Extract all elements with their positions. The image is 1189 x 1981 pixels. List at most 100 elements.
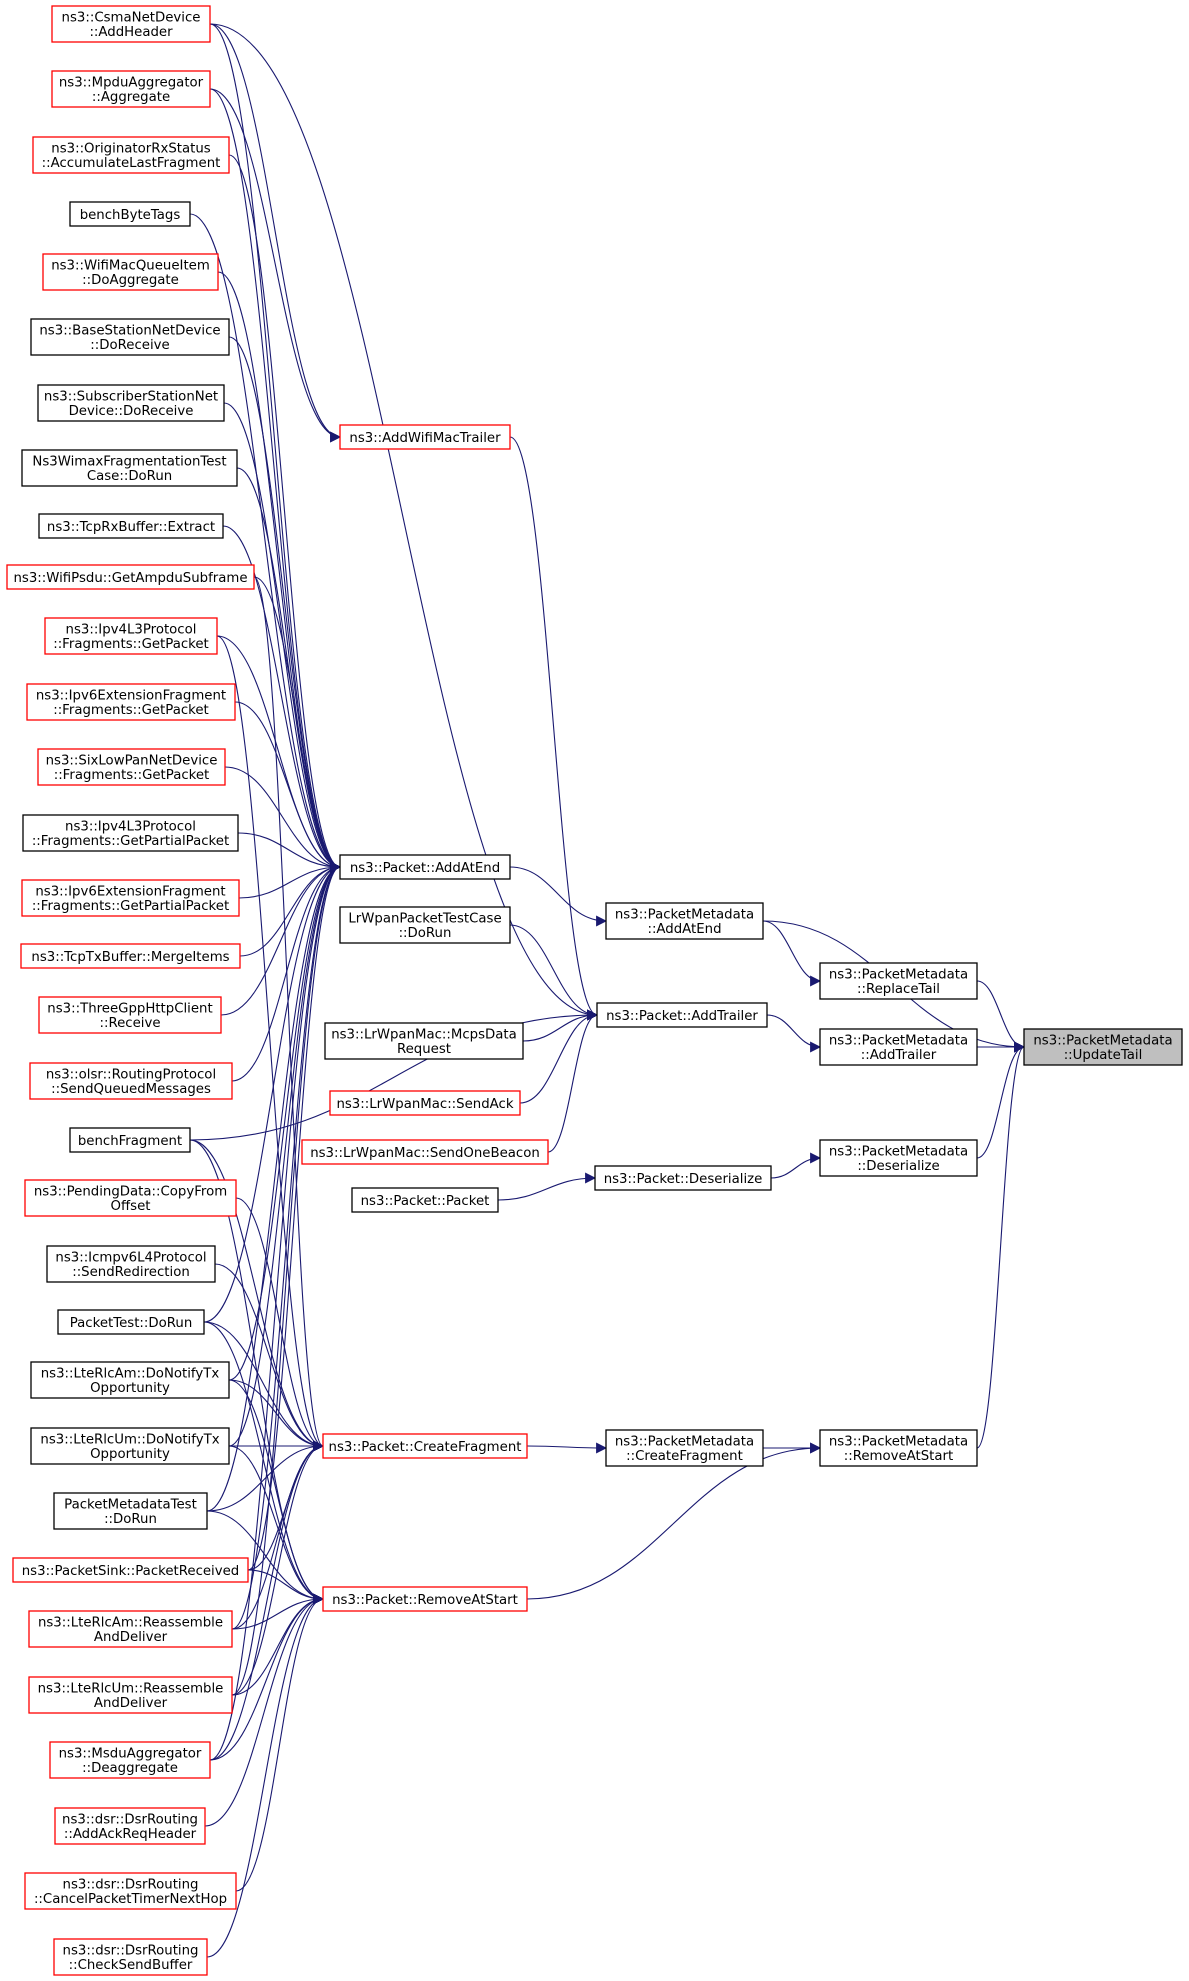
node-mpdu-aggregate[interactable]: ns3::MpduAggregator::Aggregate xyxy=(51,70,211,108)
node-send-beacon[interactable]: ns3::LrWpanMac::SendOneBeacon xyxy=(301,1139,549,1165)
node-pmremove-at-start[interactable]: ns3::PacketMetadata::RemoveAtStart xyxy=(819,1429,978,1467)
edge xyxy=(206,861,342,1512)
node-dsr-cancel[interactable]: ns3::dsr::DsrRouting::CancelPacketTimerN… xyxy=(24,1872,237,1910)
node-ipv6-frag-partial[interactable]: ns3::Ipv6ExtensionFragment::Fragments::G… xyxy=(21,879,240,917)
edge-packet-sink-to-packet-add-at-end xyxy=(247,861,342,1571)
node-olsr-send[interactable]: ns3::olsr::RoutingProtocol::SendQueuedMe… xyxy=(29,1062,233,1100)
node-label: ns3::Packet::AddTrailer xyxy=(606,1009,758,1024)
edge xyxy=(238,861,342,899)
edge xyxy=(206,1510,325,1605)
edge-bench-byte-tags-to-packet-add-at-end xyxy=(189,213,342,873)
edge-lte-um-notify-to-packet-add-at-end xyxy=(228,861,342,1447)
edge xyxy=(231,1440,325,1630)
node-http-receive[interactable]: ns3::ThreeGppHttpClient::Receive xyxy=(38,996,222,1034)
node-bsdo-receive[interactable]: ns3::BaseStationNetDevice::DoReceive xyxy=(30,318,230,356)
node-label: ns3::PacketMetadata xyxy=(829,1145,968,1160)
edge-ssdo-receive-to-packet-add-at-end xyxy=(223,402,342,873)
node-pmadd-trailer[interactable]: ns3::PacketMetadata::AddTrailer xyxy=(819,1028,978,1066)
edge-csma-add-header-to-add-wifi-mac-trailer xyxy=(209,23,342,443)
node-orig-accum[interactable]: ns3::OriginatorRxStatus::AccumulateLastF… xyxy=(32,136,230,174)
node-box xyxy=(24,1872,237,1910)
node-packet-deserialize[interactable]: ns3::Packet::Deserialize xyxy=(594,1165,772,1191)
node-add-wifi-mac-trailer[interactable]: ns3::AddWifiMacTrailer xyxy=(339,424,511,450)
node-box xyxy=(339,424,511,450)
node-packet-sink[interactable]: ns3::PacketSink::PacketReceived xyxy=(12,1557,249,1583)
node-ssdo-receive[interactable]: ns3::SubscriberStationNetDevice::DoRecei… xyxy=(37,384,225,422)
node-pmadd-at-end[interactable]: ns3::PacketMetadata::AddAtEnd xyxy=(605,902,764,940)
node-label: ::DoRun xyxy=(399,926,452,941)
node-tcp-tx-merge[interactable]: ns3::TcpTxBuffer::MergeItems xyxy=(20,943,241,969)
node-packet-create-frag[interactable]: ns3::Packet::CreateFragment xyxy=(322,1433,528,1459)
node-label: ns3::PendingData::CopyFrom xyxy=(34,1185,227,1200)
node-packet-ctor[interactable]: ns3::Packet::Packet xyxy=(351,1187,499,1213)
node-msdu-deagg[interactable]: ns3::MsduAggregator::Deaggregate xyxy=(49,1741,211,1779)
node-bench-fragment[interactable]: benchFragment xyxy=(69,1127,191,1153)
node-pmcreate-frag[interactable]: ns3::PacketMetadata::CreateFragment xyxy=(605,1429,764,1467)
edge-pmtest-to-packet-add-at-end xyxy=(206,861,342,1512)
node-wifi-mac-do-agg[interactable]: ns3::WifiMacQueueItem::DoAggregate xyxy=(42,253,219,291)
node-six-low-pan[interactable]: ns3::SixLowPanNetDevice::Fragments::GetP… xyxy=(37,748,226,786)
node-box xyxy=(819,1139,978,1177)
node-send-ack[interactable]: ns3::LrWpanMac::SendAck xyxy=(329,1090,521,1116)
node-packet-add-trailer[interactable]: ns3::Packet::AddTrailer xyxy=(596,1002,768,1028)
edge xyxy=(189,213,342,873)
edge xyxy=(228,1379,325,1452)
node-label: ::DoReceive xyxy=(90,338,169,353)
edge-pmremove-at-start-to-update-tail xyxy=(976,1041,1026,1449)
edge xyxy=(206,1440,325,1512)
node-dsr-check[interactable]: ns3::dsr::DsrRouting::CheckSendBuffer xyxy=(53,1938,208,1976)
edge-dsr-cancel-to-packet-remove-at-start xyxy=(235,1593,325,1892)
edge-orig-accum-to-packet-add-at-end xyxy=(228,154,342,873)
node-box xyxy=(38,513,224,539)
node-label: ns3::WifiPsdu::GetAmpduSubframe xyxy=(13,571,247,586)
node-box xyxy=(38,996,222,1034)
edge xyxy=(220,861,342,1016)
node-packet-remove-at-start[interactable]: ns3::Packet::RemoveAtStart xyxy=(322,1586,528,1612)
edge xyxy=(209,88,342,443)
node-pmreplace-tail[interactable]: ns3::PacketMetadata::ReplaceTail xyxy=(819,962,978,1000)
edge xyxy=(189,1139,325,1452)
node-label: ns3::LteRlcUm::Reassemble xyxy=(38,1682,224,1697)
node-label: ns3::olsr::RoutingProtocol xyxy=(46,1068,216,1083)
node-box xyxy=(605,902,764,940)
node-label: ::CreateFragment xyxy=(626,1449,743,1464)
node-packet-test[interactable]: PacketTest::DoRun xyxy=(57,1309,205,1335)
node-ipv4-frag-partial[interactable]: ns3::Ipv4L3Protocol::Fragments::GetParti… xyxy=(22,814,239,852)
edge-lte-um-reasm-to-packet-create-frag xyxy=(231,1440,325,1696)
node-pmdeserialize[interactable]: ns3::PacketMetadata::Deserialize xyxy=(819,1139,978,1177)
node-ipv4-frag-get[interactable]: ns3::Ipv4L3Protocol::Fragments::GetPacke… xyxy=(44,617,218,655)
node-tcp-rx-extract[interactable]: ns3::TcpRxBuffer::Extract xyxy=(38,513,224,539)
node-label: ::CheckSendBuffer xyxy=(69,1958,193,1973)
edge-packet-deserialize-to-pmdeserialize xyxy=(770,1152,822,1179)
node-lr-wpan-test[interactable]: LrWpanPacketTestCase::DoRun xyxy=(339,906,511,944)
node-label: ::AccumulateLastFragment xyxy=(42,156,221,171)
node-bench-byte-tags[interactable]: benchByteTags xyxy=(69,201,191,227)
edge xyxy=(228,154,342,873)
node-label: ::AddAckReqHeader xyxy=(64,1827,197,1842)
node-ipv6-frag-get[interactable]: ns3::Ipv6ExtensionFragment::Fragments::G… xyxy=(26,683,236,721)
edge xyxy=(228,1445,325,1605)
node-label: ::RemoveAtStart xyxy=(844,1449,953,1464)
node-update-tail[interactable]: ns3::PacketMetadata::UpdateTail xyxy=(1023,1028,1183,1066)
node-pmtest[interactable]: PacketMetadataTest::DoRun xyxy=(53,1492,208,1530)
edge xyxy=(976,980,1026,1053)
node-box xyxy=(594,1165,772,1191)
node-box xyxy=(21,879,240,917)
node-label: ns3::Ipv6ExtensionFragment xyxy=(36,689,226,704)
node-dsr-add-ack[interactable]: ns3::dsr::DsrRouting::AddAckReqHeader xyxy=(54,1807,206,1845)
node-label: LrWpanPacketTestCase xyxy=(348,912,501,927)
node-packet-add-at-end[interactable]: ns3::Packet::AddAtEnd xyxy=(339,854,511,880)
node-icmpv6-redir[interactable]: ns3::Icmpv6L4Protocol::SendRedirection xyxy=(46,1245,216,1283)
node-label: ns3::Icmpv6L4Protocol xyxy=(55,1251,206,1266)
edge xyxy=(231,1593,325,1630)
node-wifi-psdu[interactable]: ns3::WifiPsdu::GetAmpduSubframe xyxy=(6,564,255,590)
node-csma-add-header[interactable]: ns3::CsmaNetDevice::AddHeader xyxy=(51,5,211,43)
